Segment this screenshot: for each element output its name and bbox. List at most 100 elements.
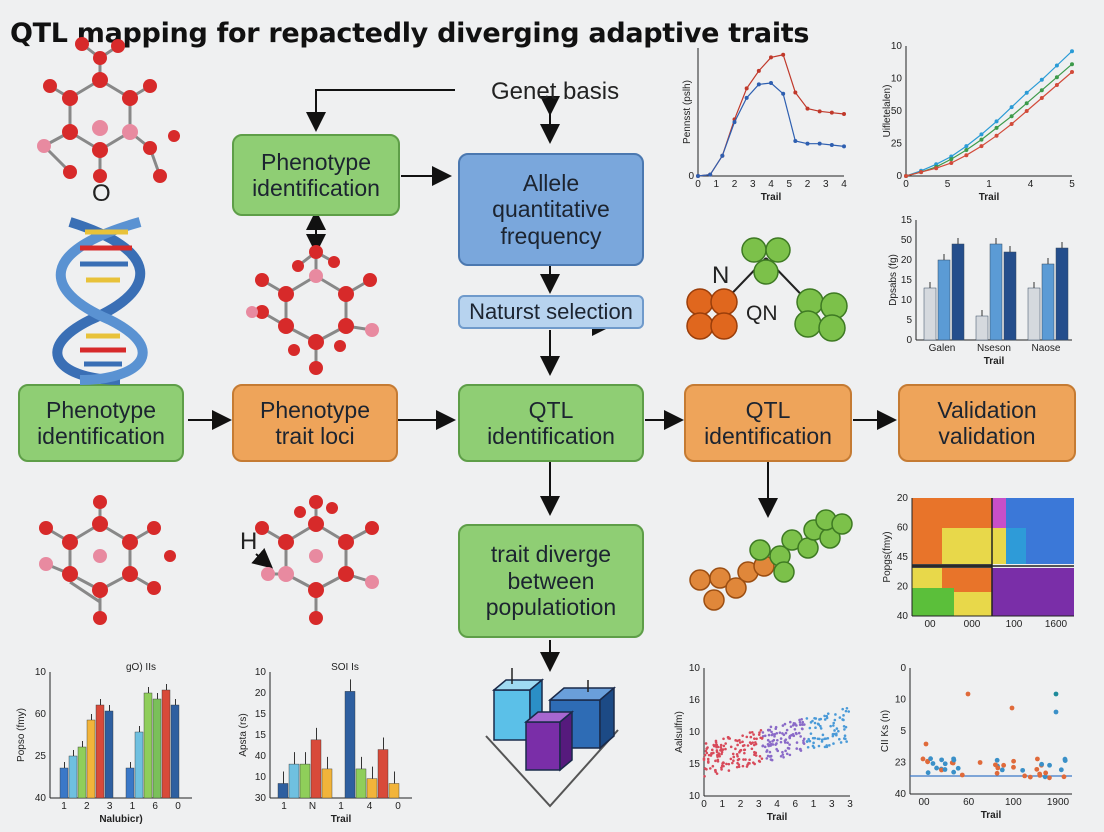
chart7-point	[784, 731, 788, 735]
chart7-point	[766, 738, 770, 742]
chart8-point	[928, 756, 933, 762]
chart7-point	[770, 730, 773, 734]
chart7-point	[761, 744, 765, 748]
chart6-x-tick: N	[309, 801, 316, 812]
chart6-y-tick: 30	[255, 793, 267, 804]
chart6-x-tick: 4	[367, 801, 373, 812]
chart8-point	[1035, 756, 1040, 762]
chart7-point	[775, 742, 778, 745]
molecule-bottom-center-atoms	[255, 495, 379, 625]
chart7-point	[732, 755, 736, 759]
chart7-point	[782, 755, 785, 759]
chart7-point	[760, 736, 764, 740]
chart7-point	[788, 720, 792, 724]
chart7-point	[788, 736, 792, 740]
chart7-point	[748, 741, 752, 744]
chart7-point	[808, 726, 812, 730]
chart3-y-tick: 15	[901, 215, 913, 226]
chart7-point	[750, 747, 754, 751]
chart3-bar	[1041, 263, 1055, 341]
chart8-point	[1011, 764, 1016, 770]
chart7-point	[735, 765, 739, 769]
chart8-point	[1042, 774, 1048, 780]
chart6-title: SOI Is	[331, 662, 359, 673]
chart7-point	[752, 733, 755, 736]
chart3-x-tick: Naose	[1032, 343, 1061, 354]
chart7-point	[825, 714, 829, 718]
chart7-point	[763, 745, 767, 749]
chart4-cell	[912, 498, 992, 528]
chart7-point	[788, 743, 791, 746]
chart1-x-tick: 4	[768, 179, 774, 190]
chart7-point	[775, 731, 779, 735]
chart5-bar	[68, 755, 78, 799]
chart7-point	[809, 721, 813, 724]
chart7-point	[781, 732, 784, 735]
chart7-point	[727, 735, 730, 739]
chart7-point	[826, 712, 830, 715]
chart4-cell	[912, 588, 954, 616]
chart7-point	[765, 757, 769, 760]
chart7-point	[724, 747, 727, 751]
chart5-bar	[104, 710, 114, 799]
chart7-point	[745, 765, 749, 768]
chart7-point	[828, 744, 831, 747]
chart7-point	[771, 740, 774, 743]
chart7-point	[837, 729, 840, 733]
chart7-point	[757, 733, 761, 736]
chart7-point	[750, 730, 754, 734]
chart7-point	[720, 752, 723, 756]
chart1-x-tick: 1	[713, 179, 719, 190]
chart7-point	[817, 744, 821, 748]
chart8-point	[942, 767, 948, 772]
chart7-point	[792, 734, 796, 738]
chart5-ylabel: Popso (fmy)	[16, 708, 27, 762]
n-label: N	[712, 262, 730, 289]
chart8-point	[1058, 767, 1064, 773]
chart3-y-tick: 20	[901, 255, 913, 266]
chart7-point	[789, 725, 793, 728]
chart7-xlabel: Trail	[767, 812, 788, 823]
chart1-x-tick: 0	[695, 179, 701, 190]
chart7-point	[819, 724, 822, 728]
chart7-point	[807, 737, 810, 741]
chart7-point	[823, 714, 826, 718]
chart8-outlier-point	[1009, 705, 1015, 711]
chart7-point	[768, 750, 772, 754]
chart2-series-line	[905, 50, 1073, 177]
chart4-x-tick: 100	[1006, 619, 1023, 630]
chart1-x-tick: 3	[750, 179, 756, 190]
chart7-point	[741, 764, 745, 768]
chart7-point	[838, 737, 841, 741]
allele-frequency-box: Allele quantitative frequency	[458, 153, 644, 266]
chart4-cell	[1026, 528, 1074, 564]
chart7-point	[710, 748, 714, 752]
chart7-point	[792, 721, 796, 725]
chart7-point	[749, 735, 753, 739]
chart7-point	[746, 744, 750, 747]
chart3-bar	[937, 259, 951, 341]
chart4-x-tick: 000	[964, 619, 981, 630]
chart7-point	[743, 751, 746, 755]
chart7-point	[748, 731, 752, 734]
chart2-x-tick: 0	[903, 179, 909, 190]
chart7-point	[778, 731, 782, 734]
chart1-xlabel: Trail	[761, 192, 782, 203]
sphere-chain-icon	[689, 509, 853, 611]
chart7-point	[814, 726, 817, 730]
chart7-x-tick: 0	[701, 799, 707, 810]
protein-cluster-icon	[686, 237, 848, 342]
chart3-bar	[1027, 287, 1041, 341]
chart8-point	[1027, 774, 1033, 780]
chart7-point	[713, 769, 717, 772]
chart7-point	[714, 759, 717, 763]
chart5-bar	[125, 767, 135, 799]
chart7-point	[736, 754, 739, 758]
chart7-point	[742, 758, 745, 761]
chart7-point	[770, 733, 774, 737]
chart7-x-tick: 3	[847, 799, 853, 810]
chart2-y-tick: 10	[891, 41, 903, 52]
chart1-x-tick: 5	[786, 179, 792, 190]
